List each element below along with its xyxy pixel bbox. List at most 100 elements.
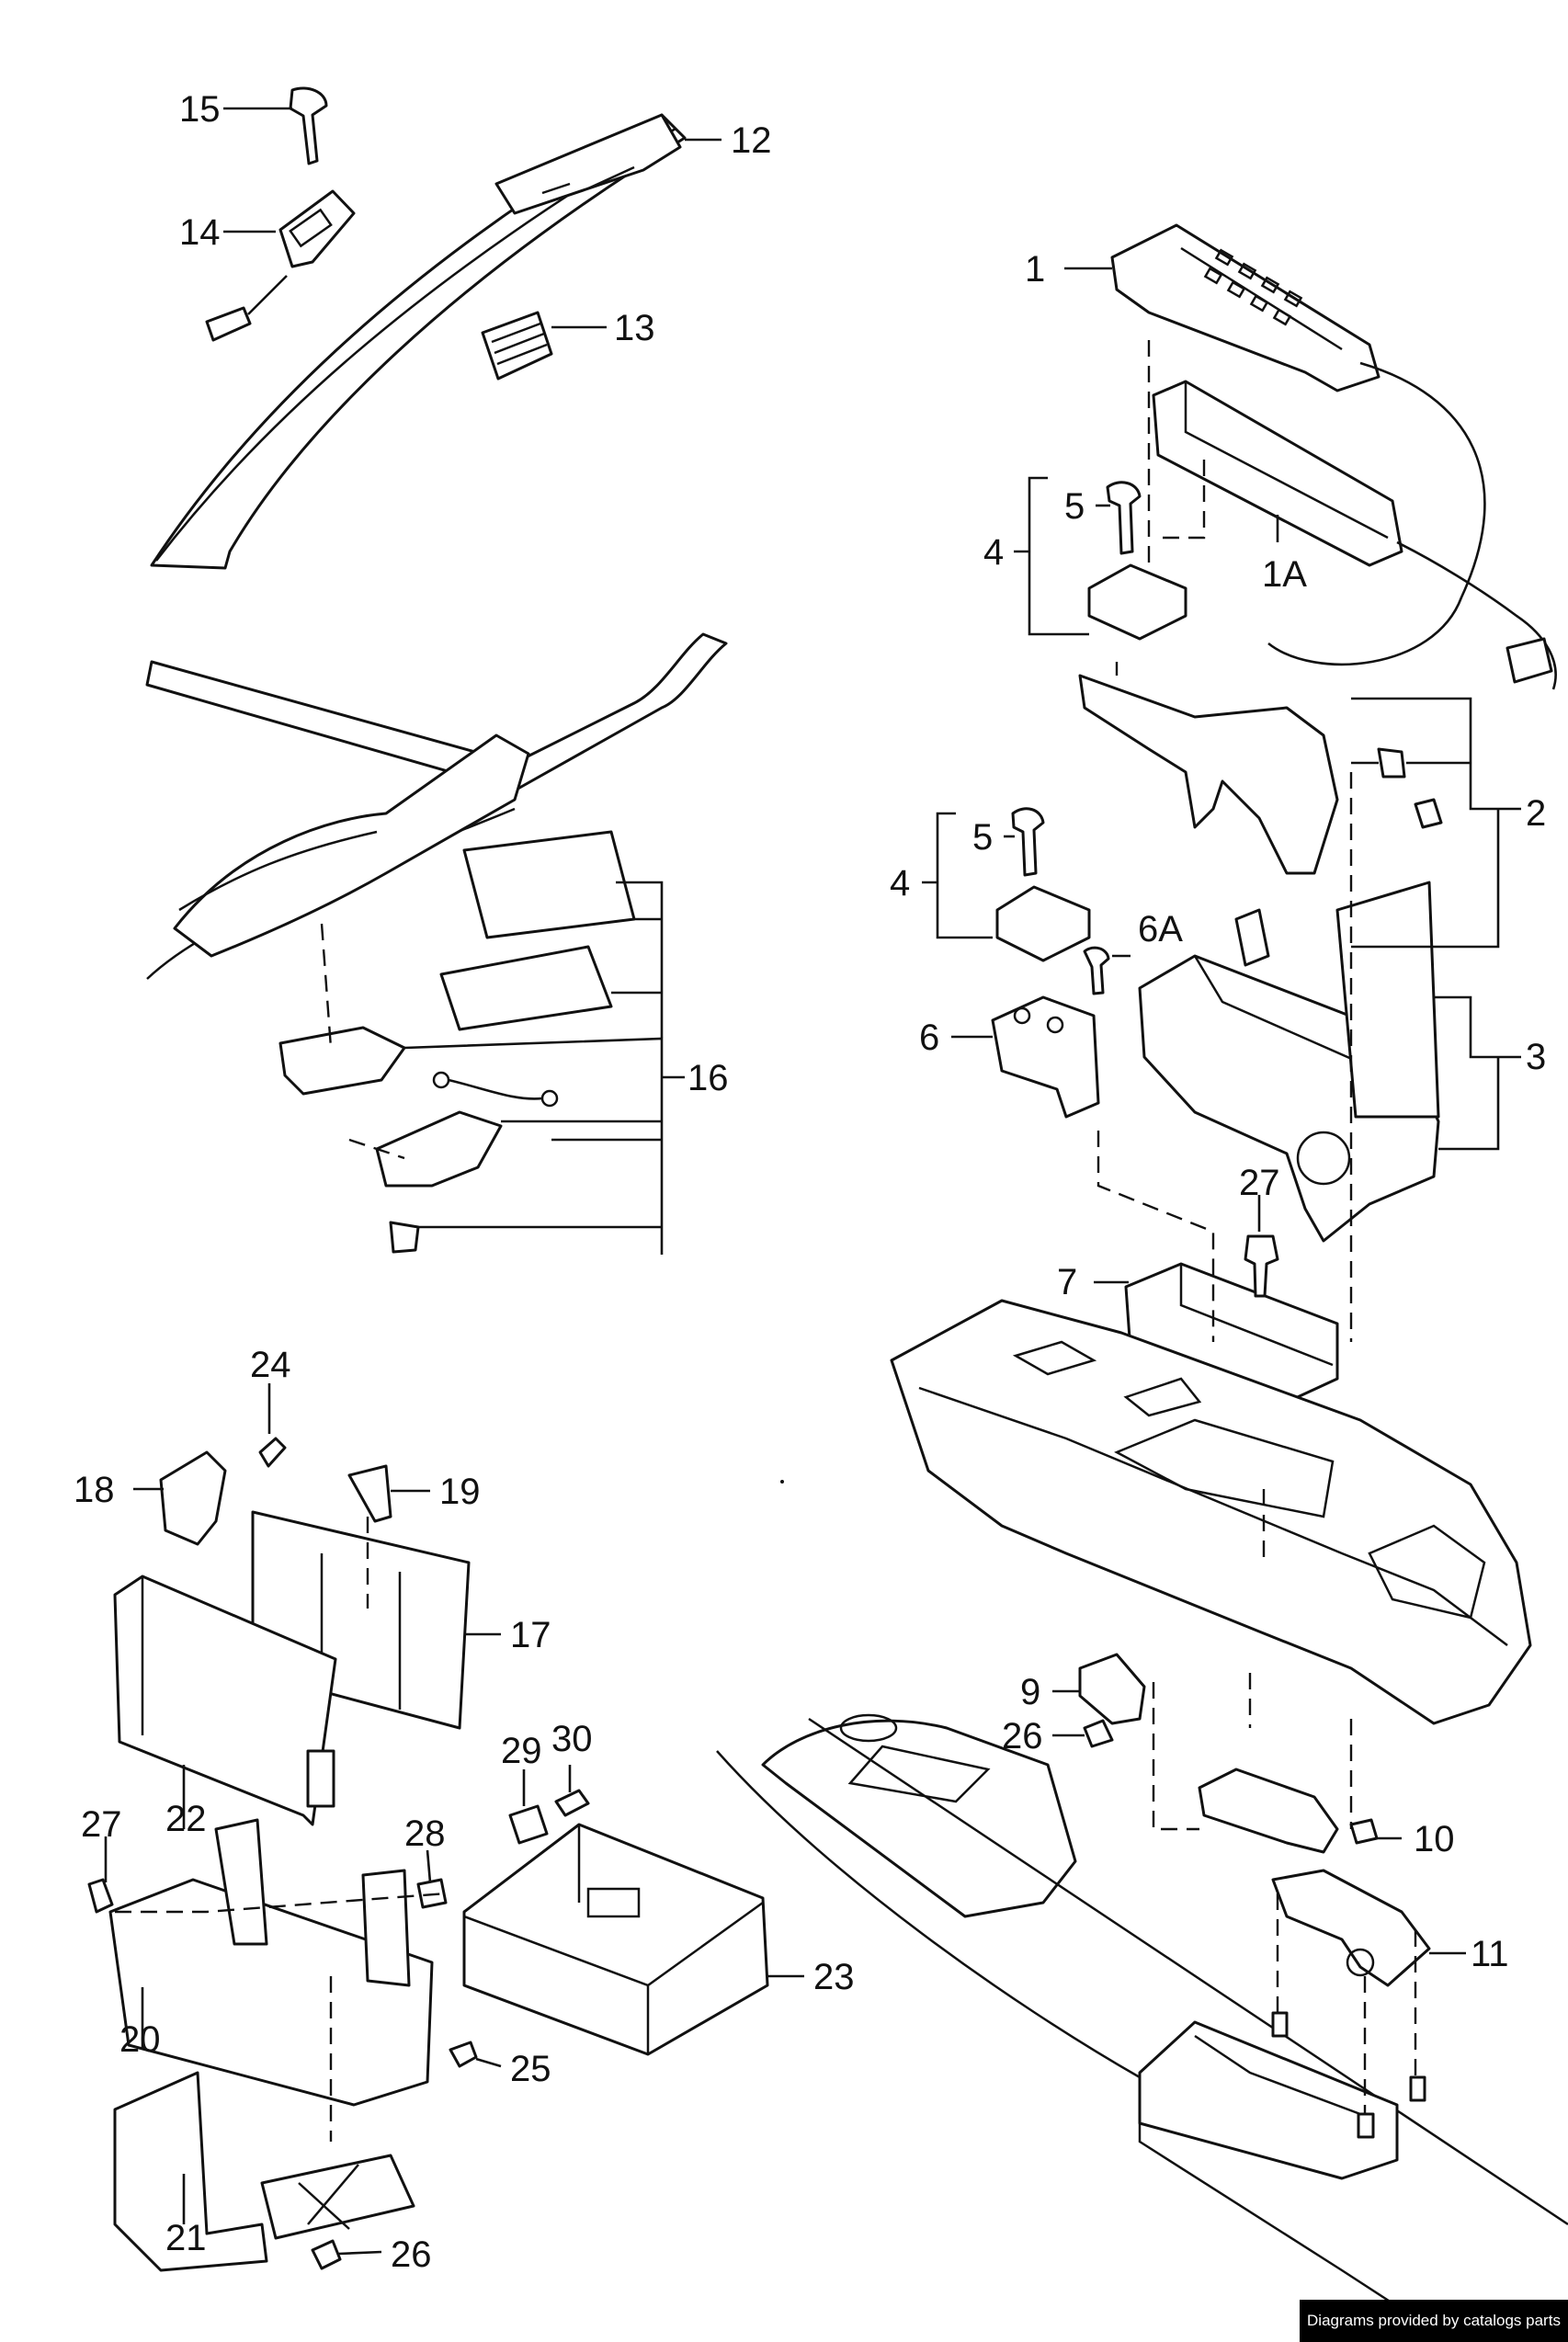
label-10: 10 bbox=[1414, 1819, 1455, 1859]
clip-27-lower bbox=[87, 1878, 114, 1914]
label-27-lower: 27 bbox=[81, 1804, 122, 1845]
label-12: 12 bbox=[731, 120, 772, 161]
label-19: 19 bbox=[439, 1472, 481, 1512]
cover-plate-21 bbox=[260, 2154, 415, 2240]
label-23: 23 bbox=[813, 1957, 855, 1997]
label-26-upper: 26 bbox=[1002, 1716, 1043, 1756]
credit-banner: Diagrams provided by catalogs parts bbox=[1300, 2300, 1568, 2342]
label-6: 6 bbox=[919, 1018, 939, 1058]
bolt-16 bbox=[389, 1221, 420, 1254]
label-3: 3 bbox=[1526, 1037, 1546, 1077]
label-4-upper: 4 bbox=[983, 532, 1004, 573]
clip-10 bbox=[1349, 1818, 1379, 1845]
stray-dot bbox=[780, 1480, 784, 1484]
latch-3 bbox=[1234, 908, 1270, 967]
screw-25 bbox=[449, 2041, 478, 2068]
label-20: 20 bbox=[119, 2019, 161, 2060]
screw-6a bbox=[1083, 946, 1110, 995]
clip-26-upper bbox=[1083, 1719, 1114, 1748]
floor-pad bbox=[1138, 2020, 1399, 2180]
label-25: 25 bbox=[510, 2049, 551, 2089]
console-group bbox=[716, 1234, 1568, 2342]
mounting-frame-20 bbox=[108, 1878, 434, 2107]
floor-rail bbox=[716, 1717, 1568, 2342]
label-13: 13 bbox=[614, 308, 655, 348]
stud-11c bbox=[1409, 2075, 1426, 2102]
label-5-upper: 5 bbox=[1064, 486, 1085, 527]
label-16: 16 bbox=[687, 1058, 729, 1098]
screw-24 bbox=[258, 1437, 287, 1468]
cradle-base bbox=[375, 1110, 503, 1188]
label-4-lower: 4 bbox=[890, 863, 910, 904]
cd-changer-23 bbox=[462, 1823, 769, 2056]
nut-26-lower bbox=[311, 2239, 342, 2270]
label-18: 18 bbox=[74, 1470, 115, 1510]
bracket-18 bbox=[159, 1450, 227, 1546]
handset bbox=[1110, 223, 1381, 392]
label-15: 15 bbox=[179, 89, 221, 130]
mounting-bracket-2 bbox=[1078, 674, 1339, 875]
screw-5-upper bbox=[1106, 481, 1142, 555]
speaker-module bbox=[278, 189, 356, 268]
callout-labels: 1 1A 2 3 4 5 4 5 6A 6 27 7 9 26 10 11 12… bbox=[74, 89, 1546, 2275]
speaker-connector bbox=[205, 306, 252, 342]
label-1: 1 bbox=[1025, 249, 1045, 290]
clip-19 bbox=[347, 1464, 392, 1523]
label-14: 14 bbox=[179, 212, 221, 253]
dashboard-bezel bbox=[173, 733, 530, 958]
label-9: 9 bbox=[1020, 1672, 1040, 1712]
label-24: 24 bbox=[250, 1345, 291, 1385]
pillar-trim bbox=[150, 113, 687, 570]
screw-15 bbox=[289, 86, 328, 165]
screw-30 bbox=[554, 1789, 590, 1817]
label-7: 7 bbox=[1057, 1262, 1077, 1302]
base-holder-4-lower bbox=[995, 885, 1091, 962]
label-26-lower: 26 bbox=[391, 2234, 432, 2275]
credit-text: Diagrams provided by catalogs parts bbox=[1307, 2312, 1561, 2329]
base-plate-21 bbox=[113, 2071, 268, 2272]
label-11: 11 bbox=[1471, 1934, 1509, 1974]
dashboard-panel bbox=[145, 632, 728, 792]
label-28: 28 bbox=[404, 1813, 446, 1854]
handset-keypad bbox=[1203, 248, 1303, 326]
armrest-pad bbox=[1335, 881, 1440, 1119]
bracket-11 bbox=[1271, 1869, 1431, 1987]
support-6 bbox=[991, 995, 1100, 1119]
bracket-9 bbox=[1078, 1653, 1146, 1725]
stud-11a bbox=[1271, 2011, 1289, 2038]
speaker-grille bbox=[481, 311, 553, 381]
base-holder-4-upper bbox=[1087, 563, 1187, 641]
mounting-plate-upper bbox=[462, 830, 636, 939]
stud-11b bbox=[1357, 2112, 1375, 2139]
leader-lines bbox=[104, 107, 1521, 2256]
pillar-top-cap bbox=[494, 113, 682, 215]
bolt-27-upper bbox=[1244, 1234, 1279, 1298]
support-bracket-10 bbox=[1198, 1768, 1339, 1854]
bolt-2 bbox=[1377, 747, 1406, 779]
label-30: 30 bbox=[551, 1719, 593, 1759]
telephone-group bbox=[991, 223, 1557, 1243]
dashboard-group bbox=[145, 632, 728, 1254]
alignment-lines bbox=[115, 340, 1417, 2142]
mounting-plate-lower bbox=[439, 945, 613, 1031]
lower-console bbox=[761, 1719, 1077, 1918]
mounting-bracket bbox=[278, 1026, 406, 1096]
coiled-cable bbox=[1267, 361, 1557, 690]
plug-29 bbox=[508, 1804, 549, 1845]
nut-2 bbox=[1414, 798, 1443, 829]
label-29: 29 bbox=[501, 1731, 542, 1771]
pillar-trim-group bbox=[150, 86, 687, 570]
label-21: 21 bbox=[165, 2218, 207, 2258]
screw-5-lower bbox=[1011, 807, 1045, 877]
electronics-group bbox=[87, 1437, 769, 2272]
label-1a: 1A bbox=[1262, 554, 1307, 595]
label-5-lower: 5 bbox=[972, 817, 993, 858]
label-22: 22 bbox=[165, 1799, 207, 1839]
label-2: 2 bbox=[1526, 793, 1546, 834]
label-6a: 6A bbox=[1138, 909, 1183, 949]
cable-plug bbox=[1506, 637, 1553, 684]
label-27-upper: 27 bbox=[1239, 1163, 1280, 1203]
label-17: 17 bbox=[510, 1615, 551, 1655]
center-console bbox=[890, 1299, 1532, 1725]
